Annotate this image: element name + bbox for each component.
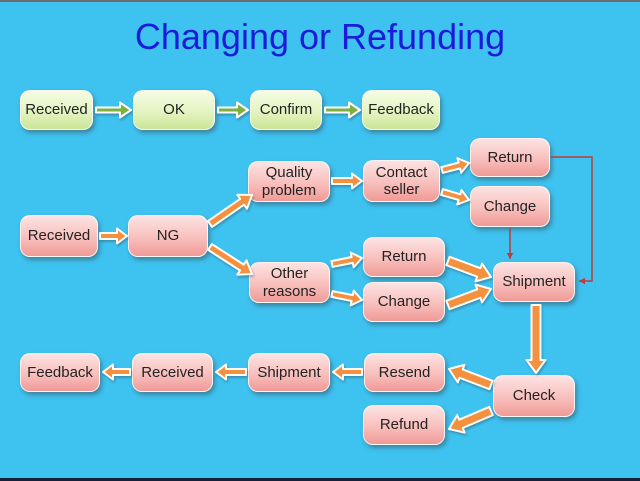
- arrow-check-to-resend: [448, 363, 494, 391]
- node-confirm: Confirm: [250, 90, 322, 130]
- arrow-other-to-return: [330, 251, 363, 269]
- node-received-bottom: Received: [132, 353, 213, 392]
- arrow-shipment-b-to-received-b: [215, 363, 247, 381]
- node-received-ok: Received: [20, 90, 93, 130]
- node-quality-problem: Quality problem: [248, 161, 330, 202]
- node-contact-seller: Contact seller: [363, 160, 440, 202]
- arrow-received-b-to-feedback-b: [102, 363, 131, 381]
- connector-change-top-to-shipment: [506, 228, 514, 259]
- node-ng: NG: [128, 215, 208, 257]
- arrow-received-to-ok: [95, 101, 132, 119]
- node-feedback-bottom: Feedback: [20, 353, 100, 392]
- node-change-top: Change: [470, 186, 550, 227]
- node-check: Check: [493, 375, 575, 417]
- arrow-check-to-refund: [448, 405, 494, 434]
- arrow-quality-to-contact: [331, 172, 363, 190]
- node-resend: Resend: [364, 353, 445, 392]
- arrow-contact-to-return: [440, 157, 470, 174]
- arrow-confirm-to-feedback: [324, 101, 361, 119]
- arrow-shipment-to-check: [525, 304, 547, 374]
- arrow-received-to-ng: [99, 227, 128, 245]
- arrow-other-to-change: [330, 289, 363, 307]
- arrow-ng-to-quality: [207, 193, 253, 228]
- node-return-mid: Return: [363, 237, 445, 277]
- arrow-contact-to-change: [440, 188, 470, 206]
- node-feedback-ok: Feedback: [362, 90, 440, 130]
- arrow-change-to-shipment: [445, 283, 492, 311]
- arrow-resend-to-shipment-b: [332, 363, 363, 381]
- node-return-top: Return: [470, 138, 550, 177]
- arrow-ng-to-other: [207, 243, 253, 276]
- arrow-ok-to-confirm: [217, 101, 249, 119]
- node-refund: Refund: [363, 405, 445, 445]
- node-other-reasons: Other reasons: [249, 262, 330, 303]
- node-change-mid: Change: [363, 282, 445, 322]
- top-border-line: [0, 0, 640, 2]
- bottom-border-line: [0, 478, 640, 481]
- node-ok: OK: [133, 90, 215, 130]
- arrow-return-to-shipment: [445, 255, 492, 283]
- node-shipment-bottom: Shipment: [248, 353, 330, 392]
- page-title: Changing or Refunding: [134, 16, 506, 57]
- node-shipment: Shipment: [493, 262, 575, 302]
- node-received-ng: Received: [20, 215, 98, 257]
